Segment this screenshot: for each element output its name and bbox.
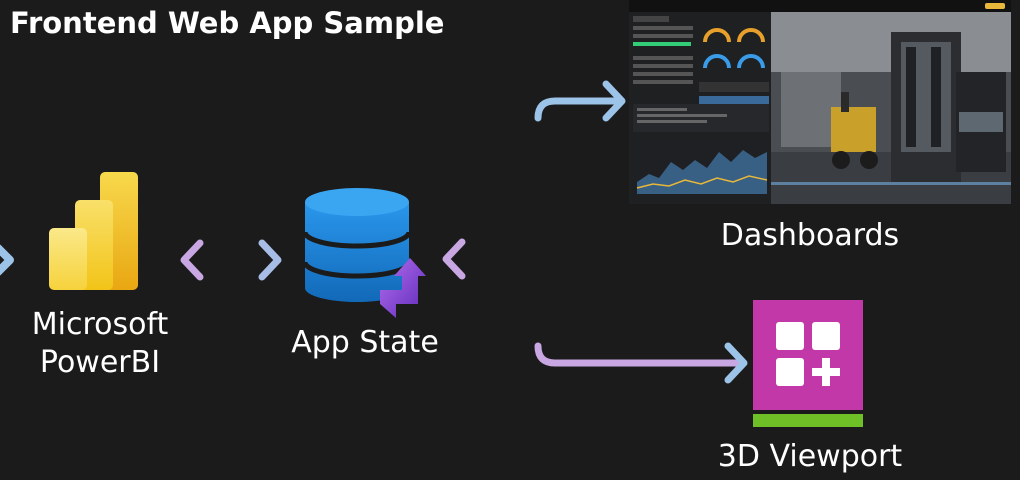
viewport-label: 3D Viewport xyxy=(717,439,903,474)
incoming-arrow xyxy=(0,244,14,276)
fanout-connector xyxy=(442,80,748,384)
dashboard-side-panel xyxy=(629,12,771,204)
powerbi-logo-icon xyxy=(49,172,138,290)
dashboard-topbar xyxy=(629,0,1011,12)
powerbi-label: Microsoft PowerBI xyxy=(20,306,180,382)
page-title: Frontend Web App Sample xyxy=(10,6,445,40)
dashboard-screenshot xyxy=(629,0,1011,204)
add-viewport-icon xyxy=(753,300,863,427)
topbar-button xyxy=(985,3,1005,9)
app-state-label: App State xyxy=(291,325,439,360)
factory-scene-image xyxy=(771,12,1011,204)
powerbi-label-line1: Microsoft xyxy=(31,307,169,342)
powerbi-label-line2: PowerBI xyxy=(39,345,161,380)
database-sync-icon xyxy=(302,188,426,318)
bidirectional-arrow xyxy=(180,239,282,281)
dashboards-label: Dashboards xyxy=(720,218,900,253)
